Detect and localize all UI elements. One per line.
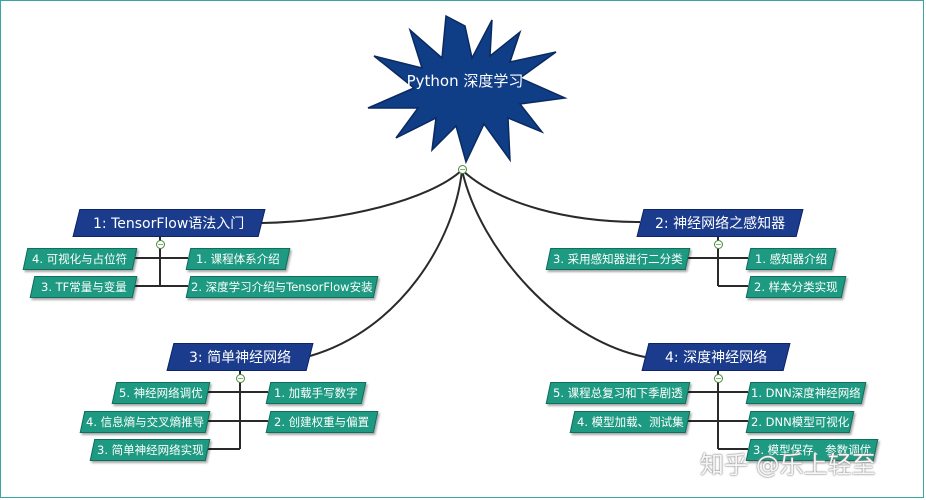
- link-branch-2: [461, 169, 641, 223]
- branch-1-leaf-4[interactable]: 4. 可视化与占位符: [22, 248, 138, 270]
- branch-1-leaf-1[interactable]: 1. 课程体系介绍: [185, 248, 291, 270]
- branch-4-collapse-icon[interactable]: −: [714, 374, 723, 383]
- branch-2-label: 2: 神经网络之感知器: [654, 216, 786, 232]
- branch-4-leaf-2[interactable]: 2. DNN模型可视化: [745, 411, 855, 433]
- central-collapse-icon[interactable]: −: [458, 165, 467, 174]
- branch-3-leaf-3[interactable]: 3. 简单神经网络实现: [89, 439, 211, 461]
- branch-2-leaf-2[interactable]: 2. 样本分类实现: [745, 276, 847, 298]
- branch-2-node[interactable]: 2: 神经网络之感知器: [636, 209, 804, 237]
- branch-3-leaf-4[interactable]: 4. 信息熵与交叉熵推导: [79, 411, 211, 433]
- branch-3-node[interactable]: 3: 简单神经网络: [166, 343, 314, 371]
- branch-1-leaf-2[interactable]: 2. 深度学习介绍与TensorFlow安装: [185, 276, 379, 298]
- branch-2-leaf-3[interactable]: 3. 采用感知器进行二分类: [545, 248, 691, 270]
- branch-3-label: 3: 简单神经网络: [188, 350, 292, 366]
- branch-1-node[interactable]: 1: TensorFlow语法入门: [72, 209, 266, 237]
- branch-3-leaf-5[interactable]: 5. 神经网络调优: [111, 382, 211, 404]
- branch-3-collapse-icon[interactable]: −: [236, 374, 245, 383]
- central-topic[interactable]: Python 深度学习: [360, 12, 570, 167]
- branch-3-leaf-2[interactable]: 2. 创建权重与偏置: [265, 411, 379, 433]
- central-topic-label: Python 深度学习: [406, 72, 524, 90]
- branch-4-leaf-1[interactable]: 1. DNN深度神经网络: [745, 382, 867, 404]
- branch-2-collapse-icon[interactable]: −: [714, 240, 723, 249]
- branch-4-leaf-5[interactable]: 5. 课程总复习和下季剧透: [545, 382, 691, 404]
- branch-1-label: 1: TensorFlow语法入门: [93, 216, 245, 232]
- branch-1-leaf-3[interactable]: 3. TF常量与变量: [29, 276, 138, 298]
- branch-4-leaf-4[interactable]: 4. 模型加载、测试集: [569, 411, 691, 433]
- splash-shape: [367, 14, 568, 165]
- watermark: 知乎 @乐上轻至: [700, 451, 876, 479]
- branch-4-label: 4: 深度神经网络: [664, 350, 768, 366]
- branch-2-leaf-1[interactable]: 1. 感知器介绍: [745, 248, 837, 270]
- branch-4-node[interactable]: 4: 深度神经网络: [641, 343, 791, 371]
- link-branch-4: [461, 169, 646, 358]
- link-branch-3: [309, 169, 463, 357]
- branch-1-collapse-icon[interactable]: −: [156, 240, 165, 249]
- branch-3-leaf-1[interactable]: 1. 加载手写数字: [265, 382, 367, 404]
- link-branch-1: [261, 169, 463, 224]
